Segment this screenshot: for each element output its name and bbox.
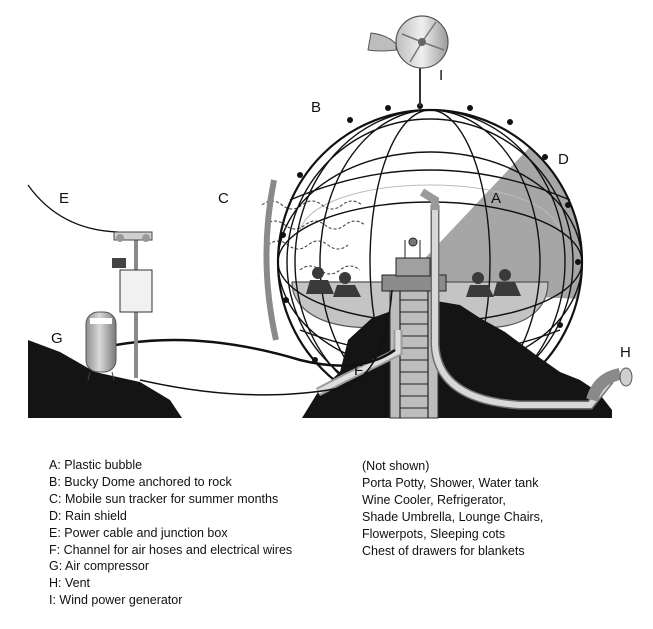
label-a: A — [491, 190, 502, 207]
sun-tracker-rail — [263, 179, 279, 341]
label-i: I — [439, 67, 444, 84]
legend-item-e: E: Power cable and junction box — [49, 525, 228, 540]
label-d: D — [558, 151, 569, 168]
power-cable-ground — [139, 289, 393, 396]
control-console — [381, 237, 447, 292]
not-shown-item: Flowerpots, Sleeping cots — [362, 526, 506, 541]
seated-people — [306, 267, 521, 297]
vent-top-elbow — [419, 188, 439, 210]
power-cable-overhead — [27, 184, 119, 233]
legend-item-a: A: Plastic bubble — [49, 458, 143, 472]
bubble-dome-diagram — [27, 15, 633, 419]
bucky-dome-frame — [276, 108, 584, 416]
legend-item-g: G: Air compressor — [49, 559, 150, 574]
label-f: F — [354, 362, 364, 379]
air-hose — [115, 338, 396, 367]
wind-turbine — [367, 15, 449, 106]
label-g: G — [51, 330, 63, 347]
legend-item-i: I: Wind power generator — [49, 593, 183, 608]
label-b: B — [311, 99, 322, 116]
not-shown-item: Chest of drawers for blankets — [362, 543, 525, 558]
not-shown-item: Wine Cooler, Refrigerator, — [362, 492, 506, 507]
vent-outlet — [586, 367, 633, 402]
not-shown-item: Porta Potty, Shower, Water tank — [362, 475, 539, 490]
not-shown-list: (Not shown) Porta Potty, Shower, Water t… — [362, 458, 543, 559]
legend: A: Plastic bubble B: Bucky Dome anchored… — [49, 457, 292, 609]
not-shown-title: (Not shown) — [362, 459, 430, 473]
legend-item-d: D: Rain shield — [49, 508, 127, 523]
rock — [302, 300, 612, 418]
label-e: E — [59, 190, 70, 207]
legend-item-f: F: Channel for air hoses and electrical … — [49, 542, 293, 557]
label-c: C — [218, 190, 229, 207]
label-h: H — [620, 344, 631, 361]
junction-box — [119, 269, 153, 313]
sun-tracker-waves — [261, 200, 366, 275]
not-shown-item: Shade Umbrella, Lounge Chairs, — [362, 509, 544, 524]
legend-item-b: B: Bucky Dome anchored to rock — [49, 474, 232, 489]
legend-item-c: C: Mobile sun tracker for summer months — [49, 491, 279, 506]
hill-left — [28, 340, 182, 418]
air-compressor — [85, 311, 117, 381]
legend-item-h: H: Vent — [49, 576, 90, 591]
